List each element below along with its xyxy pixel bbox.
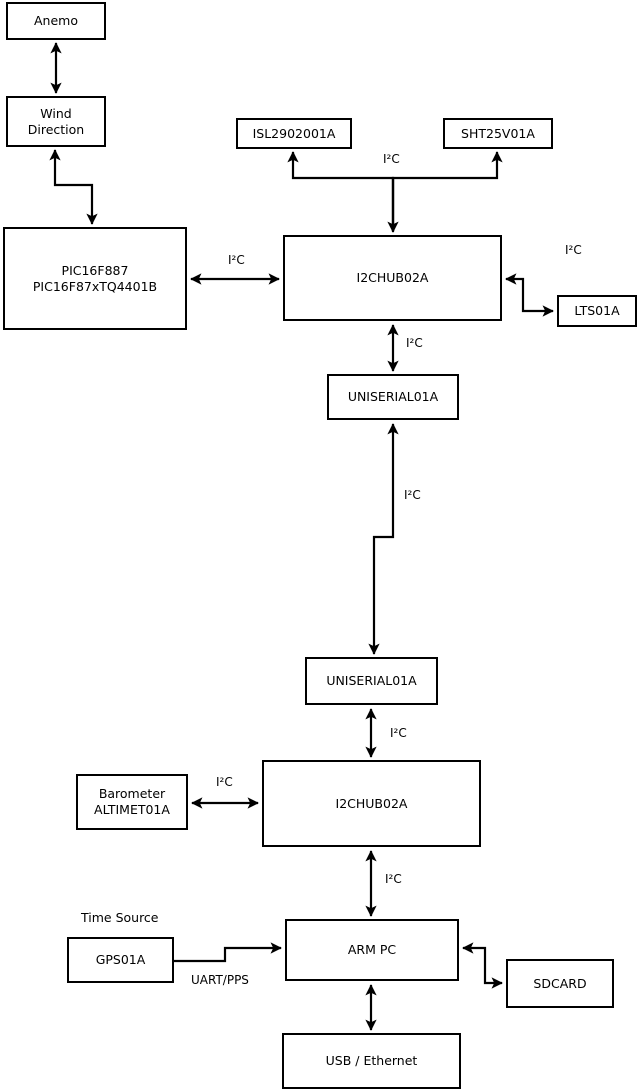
node-uniserial01a-lower-label: UNISERIAL01A xyxy=(326,673,417,688)
edge-wind-pic xyxy=(49,149,98,225)
node-barometer-altimet01a[interactable]: Barometer ALTIMET01A xyxy=(76,774,188,830)
node-gps01a-label: GPS01A xyxy=(95,952,146,967)
node-sht25v01a-label: SHT25V01A xyxy=(461,125,535,141)
edge-label-isl-sht-bus: I²C xyxy=(383,152,400,166)
node-pic16f887[interactable]: PIC16F887 PIC16F87xTQ4401B xyxy=(3,227,187,330)
node-sht25v01a[interactable]: SHT25V01A xyxy=(443,118,553,149)
edge-hubtop-lts xyxy=(505,273,554,317)
label-time-source: Time Source xyxy=(81,910,159,925)
node-usb-ethernet-label: USB / Ethernet xyxy=(325,1053,418,1068)
node-uniserial01a-lower[interactable]: UNISERIAL01A xyxy=(305,657,438,705)
node-pic16f887-label: PIC16F887 PIC16F87xTQ4401B xyxy=(32,262,158,294)
edge-label-pic-hub: I²C xyxy=(228,253,245,267)
edge-label-uniserial-hub2: I²C xyxy=(390,726,407,740)
node-i2chub02a-bottom-label: I2CHUB02A xyxy=(335,795,408,811)
node-usb-ethernet[interactable]: USB / Ethernet xyxy=(282,1033,461,1089)
node-isl2902001a[interactable]: ISL2902001A xyxy=(236,118,352,149)
node-arm-pc[interactable]: ARM PC xyxy=(285,919,459,981)
edge-label-hub2-armpc: I²C xyxy=(385,872,402,886)
edge-gps-armpc xyxy=(174,942,282,963)
edge-label-hub-lts: I²C xyxy=(565,243,582,257)
node-arm-pc-label: ARM PC xyxy=(347,942,397,957)
edge-armpc-sdcard xyxy=(462,942,503,989)
node-sdcard-label: SDCARD xyxy=(533,975,587,991)
node-i2chub02a-top[interactable]: I2CHUB02A xyxy=(283,235,502,321)
node-wind-direction[interactable]: Wind Direction xyxy=(6,96,106,147)
node-anemo[interactable]: Anemo xyxy=(6,2,106,40)
edge-label-barometer-hub2: I²C xyxy=(216,775,233,789)
node-sdcard[interactable]: SDCARD xyxy=(506,959,614,1008)
node-i2chub02a-bottom[interactable]: I2CHUB02A xyxy=(262,760,481,847)
node-uniserial01a-upper-label: UNISERIAL01A xyxy=(347,389,439,404)
edge-uniserial-link xyxy=(368,423,399,655)
node-uniserial01a-upper[interactable]: UNISERIAL01A xyxy=(327,374,459,420)
node-wind-direction-label: Wind Direction xyxy=(27,105,85,137)
edge-hubtop-isl xyxy=(287,151,395,231)
node-gps01a[interactable]: GPS01A xyxy=(67,937,174,983)
edge-label-gps-armpc: UART/PPS xyxy=(191,973,249,987)
edge-label-uniserial-link: I²C xyxy=(404,488,421,502)
edge-label-hub-uniserial: I²C xyxy=(406,336,423,350)
node-i2chub02a-top-label: I2CHUB02A xyxy=(356,270,429,285)
node-barometer-altimet01a-label: Barometer ALTIMET01A xyxy=(94,786,170,817)
node-lts01a[interactable]: LTS01A xyxy=(557,295,637,327)
node-isl2902001a-label: ISL2902001A xyxy=(252,125,336,141)
node-lts01a-label: LTS01A xyxy=(574,303,620,318)
node-anemo-label: Anemo xyxy=(34,13,78,28)
edge-hubtop-sht xyxy=(391,151,503,231)
